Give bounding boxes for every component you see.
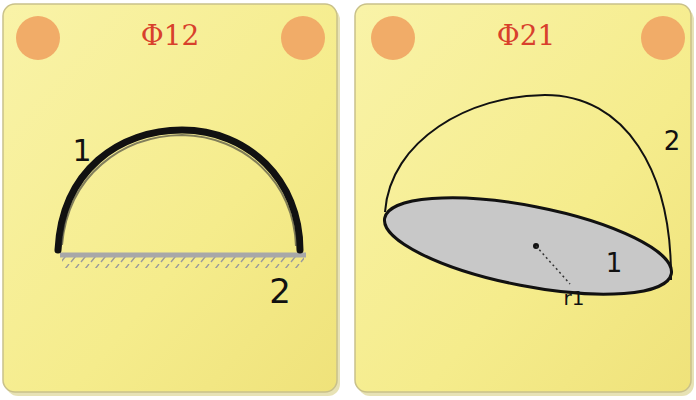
- radius-line: [536, 246, 570, 284]
- hemisphere: [385, 95, 671, 280]
- pin-dot: [641, 16, 685, 60]
- surface-number: 1: [606, 250, 623, 276]
- disc: [377, 179, 679, 313]
- card: [3, 4, 337, 392]
- pin-dot: [371, 16, 415, 60]
- title: Φ21: [497, 22, 556, 50]
- surface-number: 2: [269, 274, 291, 308]
- surface: [60, 253, 306, 258]
- card: [355, 4, 691, 392]
- arc-surface: [58, 130, 300, 250]
- pin-dot: [281, 16, 325, 60]
- hatching: [62, 256, 304, 268]
- title: Φ12: [141, 22, 200, 50]
- radius-label: r1: [564, 288, 585, 308]
- pin-dot: [16, 16, 60, 60]
- surface-number: 2: [664, 128, 681, 154]
- surface-number: 1: [72, 136, 91, 166]
- arc-brush: [62, 135, 296, 246]
